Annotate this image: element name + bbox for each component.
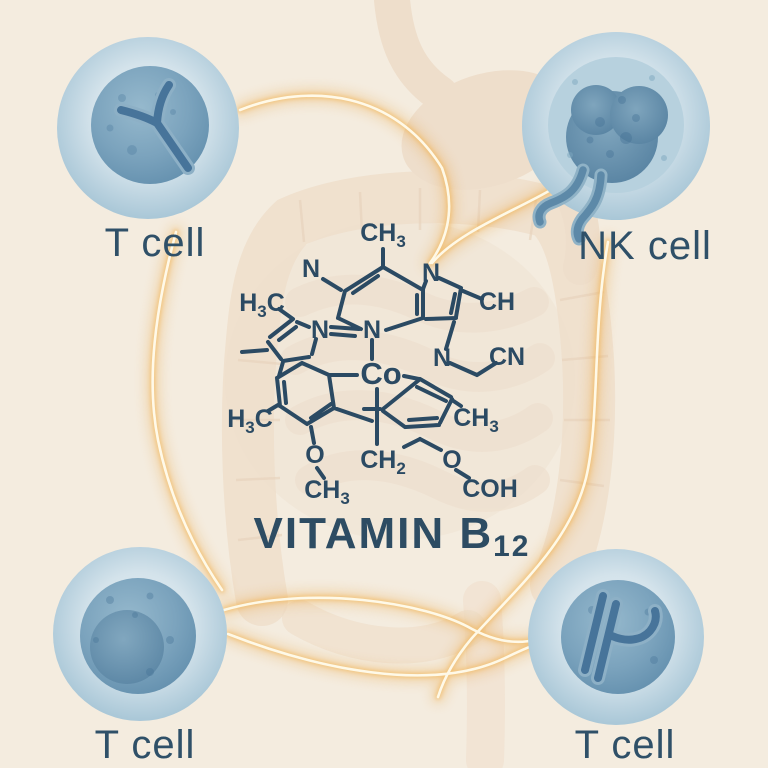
cell-granules [586,96,640,158]
atom-label-n-ring-center: N [363,316,381,344]
cell-label-nk-cell-top-right: NK cell [578,224,712,268]
t-cell-bottom-right [528,549,704,725]
cell-nucleus [566,85,668,183]
cell-label-t-cell-bottom-left: T cell [95,723,196,767]
atom-label-n-upper-left: N [302,255,320,283]
nk-cell-pseudopodia-icon [532,163,608,246]
atom-label-ch-right: CH [479,288,515,316]
cell-nucleolus [90,610,164,684]
vitamin-b12-title: VITAMIN B12 [254,509,531,563]
atom-label-ch2-bottom: CH2 [360,446,406,478]
atom-label-o-lower-left: O [305,441,324,469]
t-cell-receptor-icon [578,589,663,685]
atom-label-cyano-right: CN [489,343,525,371]
cytoplasm-dots [567,75,667,161]
atom-label-coh-bottom-right: COH [462,475,518,503]
atom-label-n-ring-left: N [311,316,329,344]
atom-label-methyl-lower-left: H3C [227,405,273,437]
atom-label-methyl-top: CH3 [360,219,406,251]
t-cell-receptor-icon [114,78,195,175]
nk-cell-top-right [522,32,710,246]
atom-label-o-lower-right: O [442,446,461,474]
abdomen-shading [225,220,575,540]
t-cell-bottom-left [53,547,227,721]
atom-label-methyl-left: H3C [239,289,285,321]
atom-label-methyl-lower-right: CH3 [453,404,499,436]
cell-label-t-cell-bottom-right: T cell [575,723,676,767]
molecule-bonds [240,247,498,480]
atom-label-n-right: N [433,344,451,372]
atom-label-n-upper-right: N [422,259,440,287]
t-cell-top-left [57,37,239,219]
atom-label-cobalt-center: Co [360,356,401,391]
sigmoid-colon-shape [282,600,486,664]
esophagus-shape [374,0,458,112]
cell-label-t-cell-top-left: T cell [105,221,206,265]
atom-label-methoxy-ch3: CH3 [304,476,350,508]
cell-granules [93,592,174,676]
